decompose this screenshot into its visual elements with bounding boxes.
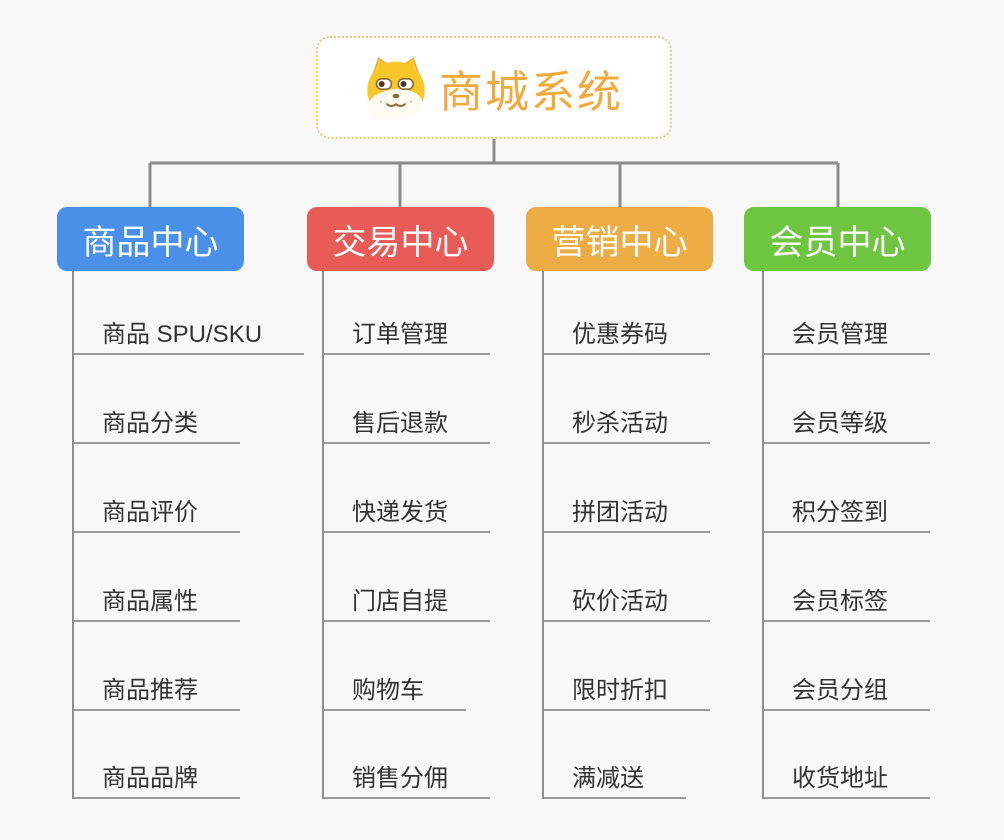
leaf-node[interactable]: 商品属性 <box>74 574 240 622</box>
branch-rail-members: 会员管理 会员等级 积分签到 会员标签 会员分组 收货地址 <box>762 271 930 799</box>
branch-node-trade[interactable]: 交易中心 <box>307 207 494 271</box>
leaf-node[interactable]: 购物车 <box>324 663 466 711</box>
branch-node-members[interactable]: 会员中心 <box>744 207 931 271</box>
leaf-node[interactable]: 会员管理 <box>764 307 930 355</box>
leaf-node[interactable]: 售后退款 <box>324 396 490 444</box>
leaf-node[interactable]: 会员标签 <box>764 574 930 622</box>
leaf-node[interactable]: 商品推荐 <box>74 663 240 711</box>
root-title: 商城系统 <box>439 67 623 117</box>
leaf-node[interactable]: 限时折扣 <box>544 663 710 711</box>
leaf-node[interactable]: 订单管理 <box>324 307 490 355</box>
leaf-node[interactable]: 销售分佣 <box>324 751 490 799</box>
leaf-node[interactable]: 优惠券码 <box>544 307 710 355</box>
leaf-node[interactable]: 收货地址 <box>764 751 930 799</box>
leaf-node[interactable]: 商品 SPU/SKU <box>74 307 305 355</box>
doge-icon <box>367 56 425 119</box>
leaf-node[interactable]: 会员等级 <box>764 396 930 444</box>
leaf-node[interactable]: 拼团活动 <box>544 485 710 533</box>
leaf-node[interactable]: 砍价活动 <box>544 574 710 622</box>
leaf-node[interactable]: 会员分组 <box>764 663 930 711</box>
connector-path <box>148 138 840 207</box>
branch-node-products[interactable]: 商品中心 <box>57 207 244 271</box>
leaf-node[interactable]: 积分签到 <box>764 485 930 533</box>
leaf-node[interactable]: 商品评价 <box>74 485 240 533</box>
leaf-node[interactable]: 商品分类 <box>74 396 240 444</box>
leaf-node[interactable]: 快递发货 <box>324 485 490 533</box>
leaf-node[interactable]: 满减送 <box>544 751 686 799</box>
root-node[interactable]: 商城系统 <box>316 36 672 139</box>
leaf-node[interactable]: 门店自提 <box>324 574 490 622</box>
branch-rail-marketing: 优惠券码 秒杀活动 拼团活动 砍价活动 限时折扣 满减送 <box>542 271 710 799</box>
branch-rail-products: 商品 SPU/SKU 商品分类 商品评价 商品属性 商品推荐 商品品牌 <box>72 271 305 799</box>
branch-rail-trade: 订单管理 售后退款 快递发货 门店自提 购物车 销售分佣 <box>322 271 490 799</box>
leaf-node[interactable]: 商品品牌 <box>74 751 240 799</box>
branch-node-marketing[interactable]: 营销中心 <box>526 207 713 271</box>
leaf-node[interactable]: 秒杀活动 <box>544 396 710 444</box>
